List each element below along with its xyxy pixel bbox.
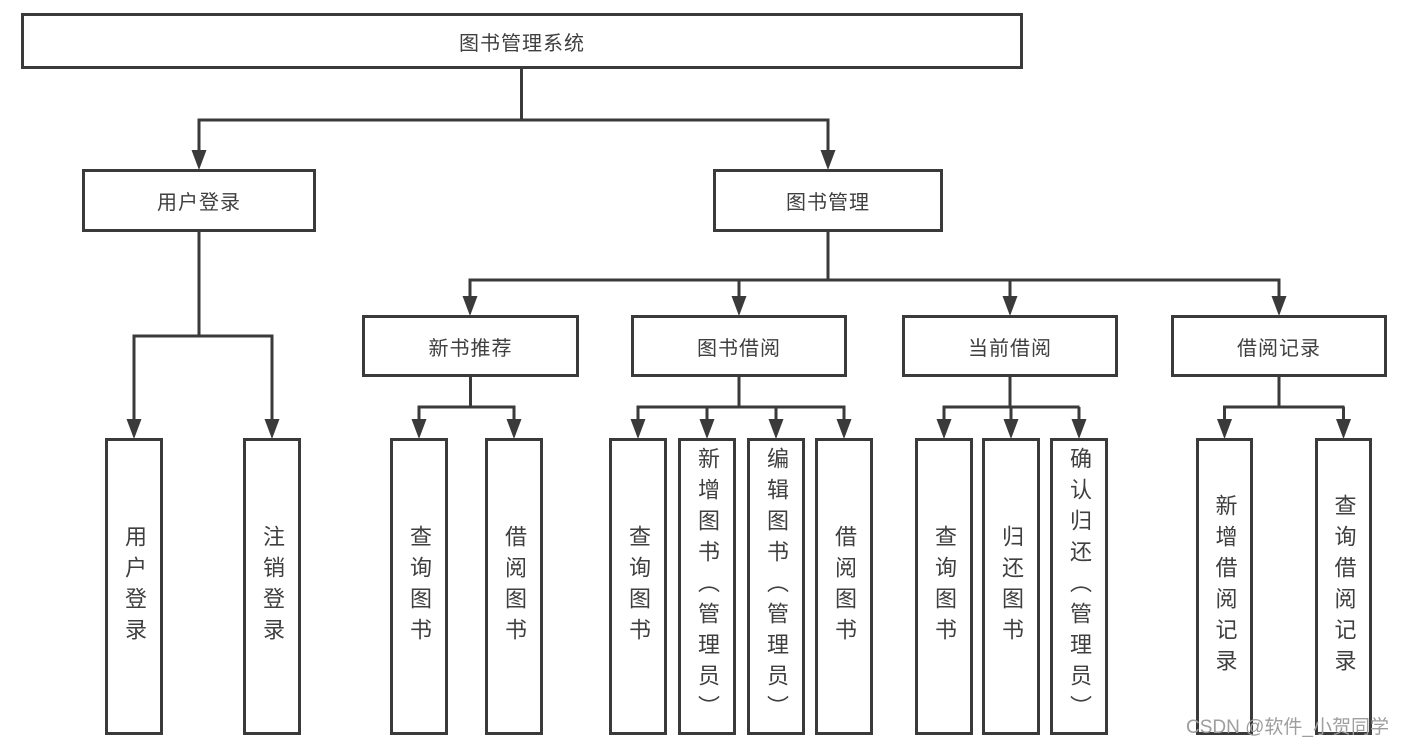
node-label: 用户登录 [122,524,147,649]
leaf-add-borrow-record: 新增借阅记录 [1196,438,1253,735]
leaf-query-books-borrowing: 查询图书 [609,438,667,735]
leaf-add-books-admin: 新增图书（管理员） [678,438,736,735]
node-label: 图书管理 [786,192,870,214]
node-label: 查询借阅记录 [1331,493,1357,680]
node-borrowing-records: 借阅记录 [1171,315,1387,377]
leaf-return-books: 归还图书 [982,438,1040,735]
node-label: 编辑图书（管理员） [764,447,789,726]
node-book-borrowing: 图书借阅 [631,315,847,377]
node-label: 注销登录 [260,524,285,649]
leaf-edit-books-admin: 编辑图书（管理员） [747,438,805,735]
node-current-borrowing: 当前借阅 [902,315,1118,377]
node-label: 新书推荐 [428,337,513,360]
node-label: 借阅图书 [502,524,527,649]
node-label: 查询图书 [407,524,432,649]
leaf-query-borrow-record: 查询借阅记录 [1315,438,1372,735]
node-label: 新增图书（管理员） [695,447,720,726]
node-label: 图书管理系统 [459,32,585,55]
csdn-watermark: CSDN @软件_小贺同学 [1186,717,1389,738]
node-label: 新增借阅记录 [1212,493,1238,680]
node-label: 借阅图书 [832,524,857,649]
leaf-logout: 注销登录 [243,438,301,735]
leaf-query-books-recommend: 查询图书 [390,438,448,735]
node-label: 图书借阅 [697,337,781,360]
leaf-confirm-return-admin: 确认归还（管理员） [1050,438,1108,735]
node-book-management: 图书管理 [713,169,943,232]
leaf-user-login: 用户登录 [105,438,163,735]
leaf-borrow-books-recommend: 借阅图书 [485,438,543,735]
node-user-login: 用户登录 [82,169,316,232]
node-new-book-recommendation: 新书推荐 [362,315,579,377]
leaf-borrow-books-borrowing: 借阅图书 [815,438,873,735]
node-label: 用户登录 [157,192,241,214]
node-label: 借阅记录 [1237,337,1321,360]
leaf-query-books-current: 查询图书 [915,438,973,735]
node-label: 归还图书 [999,524,1024,649]
node-label: 查询图书 [626,524,651,649]
node-label: 查询图书 [932,524,957,649]
node-label: 确认归还（管理员） [1067,447,1092,726]
node-label: 当前借阅 [968,337,1052,360]
node-book-management-system: 图书管理系统 [21,13,1023,69]
